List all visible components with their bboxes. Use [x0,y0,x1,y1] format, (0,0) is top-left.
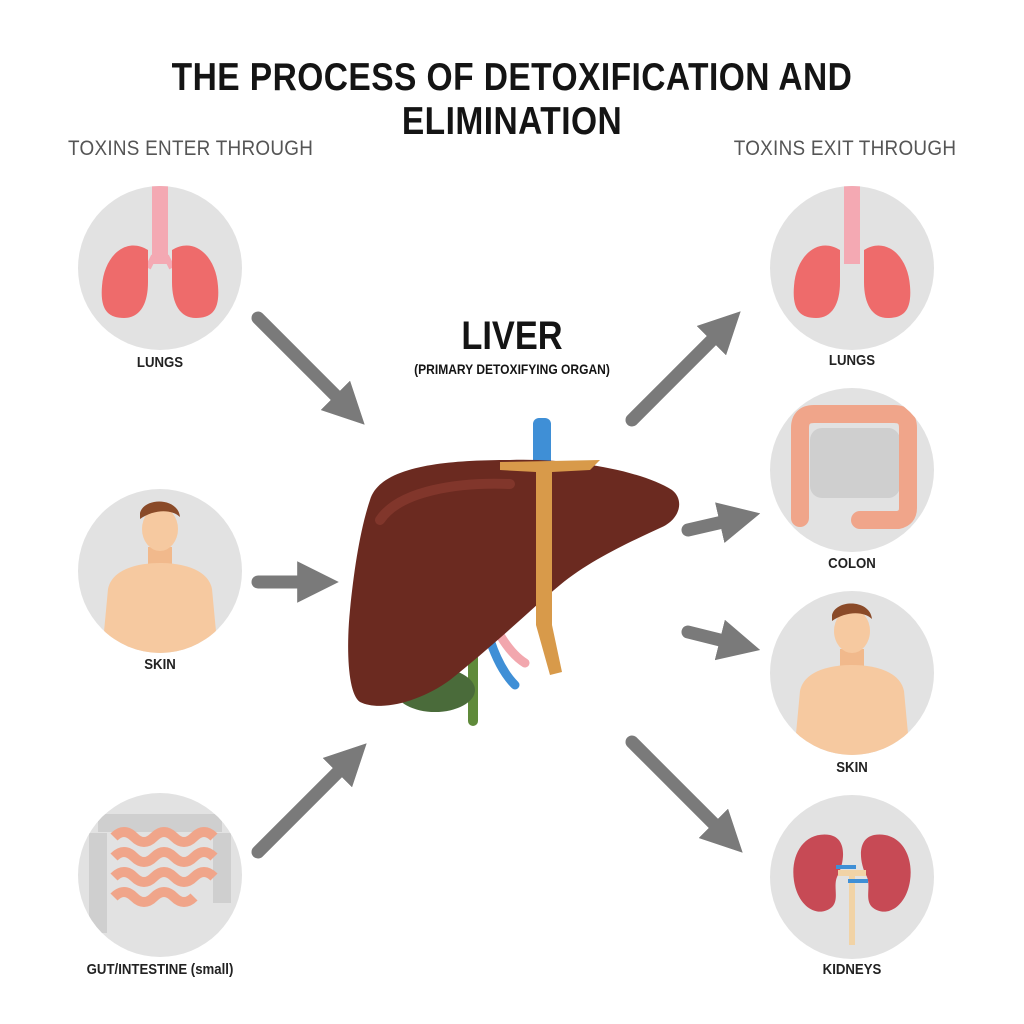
enter-lungs-circle [78,186,242,350]
torso-icon [102,501,218,653]
arrow-lungs-in [251,311,365,425]
exit-kidneys-circle [770,795,934,959]
liver-illustration [348,418,680,726]
exit-skin-circle [770,591,934,755]
arrow-colon-out [681,502,761,543]
kidneys-icon [793,834,911,945]
page-title: THE PROCESS OF DETOXIFICATION AND ELIMIN… [171,56,853,143]
liver-sublabel: (PRIMARY DETOXIFYING ORGAN) [414,361,610,377]
small-intestine-icon [89,814,231,933]
arrow-skin-out [681,619,761,661]
exit-colon-circle [770,388,934,552]
colon-icon [791,405,917,529]
enter-skin-label: SKIN [144,656,176,673]
lungs-icon [793,186,911,318]
exit-lungs-label: LUNGS [828,352,876,369]
enter-skin-circle [78,489,242,653]
enter-gut-circle [78,793,242,957]
torso-icon [794,603,910,755]
exit-kidneys-label: KIDNEYS [822,961,882,978]
exit-colon-label: COLON [828,555,876,572]
exit-lungs-circle [770,186,934,350]
enter-heading: TOXINS ENTER THROUGH [68,137,314,160]
arrow-kidneys-out [625,735,743,853]
liver-label: LIVER [461,314,563,358]
lungs-icon [101,186,219,318]
enter-gut-label: GUT/INTESTINE (small) [86,961,234,978]
exit-skin-label: SKIN [836,759,868,776]
exit-heading: TOXINS EXIT THROUGH [733,137,956,160]
arrow-lungs-out [625,311,741,427]
enter-lungs-label: LUNGS [136,354,184,371]
arrow-gut-in [251,743,367,859]
